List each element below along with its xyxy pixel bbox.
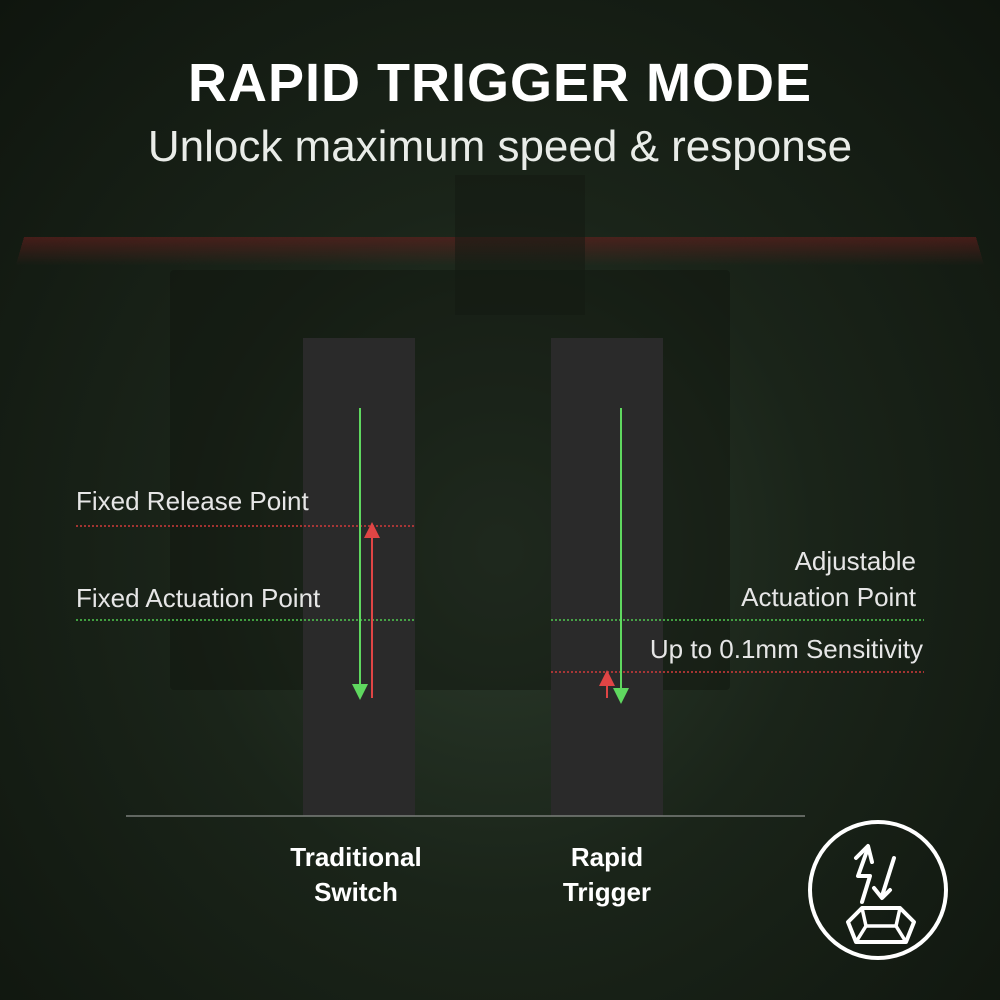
rapid-trigger-caption: Rapid Trigger bbox=[507, 840, 707, 910]
fixed-release-label: Fixed Release Point bbox=[76, 486, 309, 516]
adjustable-actuation-label: Adjustable Actuation Point bbox=[741, 543, 916, 615]
traditional-switch-caption: Traditional Switch bbox=[256, 840, 456, 910]
rapid-trigger-column bbox=[551, 338, 663, 816]
rapid-trigger-key-icon bbox=[806, 818, 950, 962]
page-subtitle: Unlock maximum speed & response bbox=[147, 122, 853, 171]
adjustable-line1: Adjustable bbox=[794, 546, 916, 576]
caption-line2: Trigger bbox=[562, 877, 652, 907]
sensitivity-label: Up to 0.1mm Sensitivity bbox=[649, 634, 923, 664]
adjustable-line2: Actuation Point bbox=[741, 582, 916, 612]
page-title: RAPID TRIGGER MODE bbox=[187, 53, 813, 113]
caption-line1: Traditional bbox=[290, 842, 422, 872]
caption-line1: Rapid bbox=[570, 842, 644, 872]
fixed-actuation-label: Fixed Actuation Point bbox=[76, 583, 321, 613]
caption-line2: Switch bbox=[314, 877, 398, 907]
